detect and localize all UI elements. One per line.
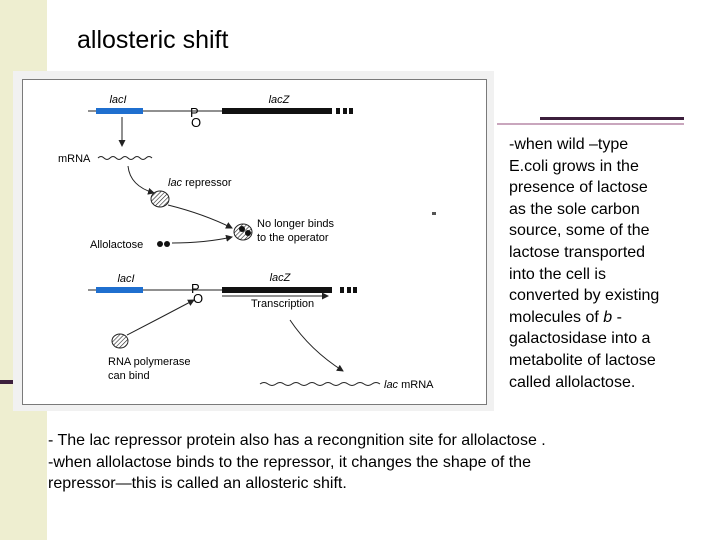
- explanation-line: lactose transported: [509, 243, 646, 261]
- lacz-gene-top: [222, 108, 332, 114]
- explanation-line: metabolite of lactose: [509, 351, 656, 369]
- explanation-line: -when wild –type: [509, 136, 629, 153]
- arrow-allolactose-to-complex: [171, 234, 233, 244]
- allolactose-molecule: [157, 241, 163, 247]
- operator-label-top: O: [191, 115, 201, 130]
- no-longer-binds-line2: to the operator: [257, 232, 329, 244]
- lac-mrna-label: lac mRNA: [384, 379, 434, 391]
- arrow-to-lac-mrna: [289, 319, 344, 372]
- arrow-polymerase-to-promoter: [126, 299, 195, 336]
- bottom-paragraph: - The lac repressor protein also has a r…: [48, 430, 688, 495]
- bottom-line: repressor—this is called an allosteric s…: [48, 475, 347, 493]
- rna-polymerase-line2: can bind: [108, 370, 150, 382]
- laci-label-bottom: lacI: [117, 273, 134, 285]
- explanation-line: molecules of b -: [509, 308, 622, 326]
- explanation-line: source, some of the: [509, 222, 650, 240]
- promoter-label-bottom: P: [191, 281, 200, 296]
- lacz-label-top: lacZ: [269, 94, 291, 106]
- arrow-repressor-to-complex: [167, 204, 233, 229]
- explanation-line: galactosidase into a: [509, 330, 651, 348]
- explanation-line: into the cell is: [509, 265, 606, 283]
- mrna-label: mRNA: [58, 153, 91, 165]
- accent-rule-right-light: [497, 123, 684, 125]
- explanation-line: converted by existing: [509, 287, 660, 305]
- rna-polymerase-line1: RNA polymerase: [108, 356, 191, 368]
- lacz-gene-bottom: [222, 287, 332, 293]
- mrna-wave: [97, 156, 153, 160]
- transcription-label: Transcription: [251, 298, 314, 310]
- allolactose-label: Allolactose: [90, 239, 143, 251]
- operator-label-bottom: O: [193, 291, 203, 306]
- bottom-line: - The lac repressor protein also has a r…: [48, 432, 546, 449]
- laci-gene-top: [96, 108, 143, 114]
- repressor-protein: [150, 190, 170, 208]
- lacz-label-bottom: lacZ: [270, 272, 292, 284]
- explanation-line: as the sole carbon: [509, 200, 640, 218]
- arrow-mrna-to-repressor: [127, 165, 155, 195]
- accent-rule-right: [540, 117, 684, 120]
- explanation-line: presence of lactose: [509, 179, 648, 197]
- no-longer-binds-line1: No longer binds: [257, 218, 335, 230]
- accent-rule-left: [0, 380, 16, 384]
- promoter-label-top: P: [190, 105, 199, 120]
- figure-panel: [22, 79, 487, 405]
- lac-repressor-label: lac repressor: [168, 177, 232, 189]
- explanation-line: called allolactose.: [509, 373, 636, 391]
- explanation-paragraph: -when wild –type E.coli grows in the pre…: [509, 134, 689, 393]
- slide-title: allosteric shift: [77, 26, 229, 54]
- lac-mrna-wave: [259, 382, 381, 386]
- laci-label-top: lacI: [109, 94, 126, 106]
- laci-gene-bottom: [96, 287, 143, 293]
- stray-mark: [432, 212, 436, 215]
- bottom-line: -when allolactose binds to the repressor…: [48, 453, 531, 471]
- rna-polymerase: [111, 333, 129, 349]
- explanation-line: E.coli grows in the: [509, 157, 639, 175]
- repressor-allolactose-complex: [233, 223, 253, 241]
